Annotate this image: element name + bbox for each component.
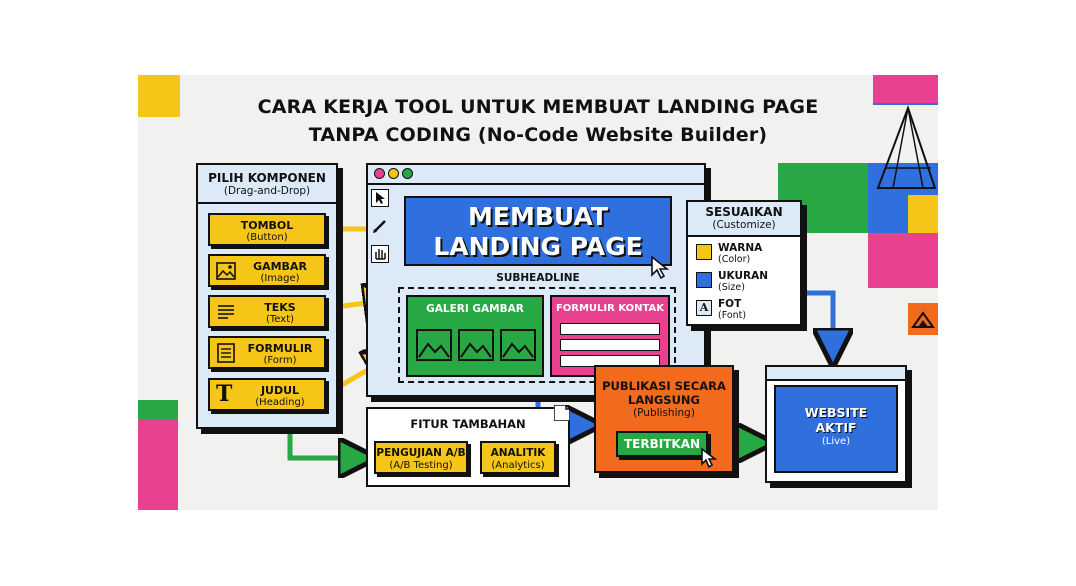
pointer-cursor-icon <box>651 255 670 280</box>
component-text[interactable]: TEKS (Text) <box>208 295 326 328</box>
component-label: TEKS <box>264 301 296 314</box>
window-dot-yellow <box>388 168 399 179</box>
feature-label: ANALITIK <box>490 447 546 459</box>
click-cursor-icon <box>701 447 718 469</box>
publish-line-1: PUBLIKASI SECARA <box>602 379 726 393</box>
mountain-icon <box>911 311 935 328</box>
customize-subheader: (Customize) <box>712 219 776 231</box>
feature-analytics[interactable]: ANALITIK (Analytics) <box>480 441 556 474</box>
window-dot-red <box>374 168 385 179</box>
component-sub: (Form) <box>263 355 297 366</box>
deco-yellow-corner <box>908 195 938 233</box>
title-line-1: CARA KERJA TOOL UNTUK MEMBUAT LANDING PA… <box>257 96 819 118</box>
feature-sub: (Analytics) <box>491 460 545 471</box>
live-line-1: WEBSITE <box>804 405 868 420</box>
document-corner-icon <box>554 405 570 421</box>
live-line-2: AKTIF <box>815 420 857 435</box>
deco-pink-block <box>868 233 938 288</box>
window-dot-green <box>402 168 413 179</box>
live-sub: (Live) <box>821 436 851 447</box>
customize-label: FOT <box>718 298 742 310</box>
component-sub: (Text) <box>265 314 295 325</box>
deco-pink-right <box>873 75 938 103</box>
headline-line-1: MEMBUAT <box>468 202 608 231</box>
components-header: PILIH KOMPONEN <box>208 171 326 185</box>
customize-panel: SESUAIKAN (Customize) WARNA (Color) UKUR… <box>686 200 802 326</box>
components-subheader: (Drag-and-Drop) <box>223 185 311 197</box>
component-sub: (Heading) <box>255 397 305 408</box>
customize-sub: (Size) <box>718 282 745 293</box>
pencil-icon[interactable] <box>371 217 389 235</box>
resize-icon <box>696 272 712 288</box>
subheadline-label: SUBHEADLINE <box>496 272 580 284</box>
component-image[interactable]: GAMBAR (Image) <box>208 254 326 287</box>
publish-sub: (Publishing) <box>633 407 695 419</box>
customize-sub: (Color) <box>718 254 751 265</box>
live-website-block[interactable]: WEBSITE AKTIF (Live) <box>774 385 898 473</box>
feature-sub: (A/B Testing) <box>389 460 453 471</box>
customize-label: WARNA <box>718 242 763 254</box>
deco-mountain-badge <box>908 303 938 335</box>
contact-form-block[interactable]: FORMULIR KONTAK <box>550 295 670 377</box>
gallery-block[interactable]: GALERI GAMBAR <box>406 295 544 377</box>
image-icon <box>216 262 236 280</box>
title-line-2: TANPA CODING (No-Code Website Builder) <box>308 124 768 146</box>
component-form[interactable]: FORMULIR (Form) <box>208 336 326 369</box>
text-lines-icon <box>218 305 234 319</box>
form-field[interactable] <box>560 339 660 351</box>
diagram-title: CARA KERJA TOOL UNTUK MEMBUAT LANDING PA… <box>138 93 938 149</box>
editor-titlebar <box>368 165 704 185</box>
component-label: FORMULIR <box>247 342 313 355</box>
components-header-bar: PILIH KOMPONEN (Drag-and-Drop) <box>198 165 336 204</box>
deco-yellow-square <box>138 75 180 117</box>
form-icon <box>217 343 235 363</box>
customize-header: SESUAIKAN <box>705 205 783 219</box>
publish-button[interactable]: TERBITKAN <box>616 431 708 457</box>
deco-pink-square <box>138 420 178 510</box>
arrow-customize-to-live <box>800 290 833 353</box>
component-sub: (Image) <box>260 273 300 284</box>
editor-toolbar <box>371 189 391 263</box>
component-label: GAMBAR <box>253 260 307 273</box>
diagram-canvas: CARA KERJA TOOL UNTUK MEMBUAT LANDING PA… <box>138 75 938 510</box>
component-label: TOMBOL <box>240 219 294 232</box>
component-button[interactable]: TOMBOL (Button) <box>208 213 326 246</box>
component-sub: (Button) <box>246 232 288 243</box>
gallery-image-icon <box>416 329 452 361</box>
form-field[interactable] <box>560 323 660 335</box>
color-swatch-icon <box>696 244 712 260</box>
hand-icon[interactable] <box>371 245 389 263</box>
live-titlebar <box>767 367 905 381</box>
gallery-label: GALERI GAMBAR <box>426 303 524 315</box>
heading-t-icon: T <box>216 381 233 407</box>
font-icon: A <box>696 300 712 316</box>
customize-sub: (Font) <box>718 310 747 321</box>
component-heading[interactable]: T JUDUL (Heading) <box>208 378 326 411</box>
arrow-components-to-features <box>287 430 363 458</box>
headline-block[interactable]: MEMBUAT LANDING PAGE <box>404 196 672 266</box>
feature-ab-testing[interactable]: PENGUJIAN A/B (A/B Testing) <box>374 441 468 474</box>
deco-triangle-lines <box>876 105 937 189</box>
content-dropzone[interactable] <box>398 287 676 383</box>
component-label: JUDUL <box>260 384 300 397</box>
features-header: FITUR TAMBAHAN <box>410 417 526 431</box>
feature-label: PENGUJIAN A/B <box>376 447 466 459</box>
deco-green-corner <box>138 400 178 420</box>
gallery-image-icon <box>458 329 494 361</box>
customize-label: UKURAN <box>718 270 769 282</box>
gallery-image-icon <box>500 329 536 361</box>
headline-line-2: LANDING PAGE <box>433 232 643 261</box>
contact-form-label: FORMULIR KONTAK <box>555 303 665 314</box>
customize-header-bar: SESUAIKAN (Customize) <box>688 202 800 237</box>
cursor-icon[interactable] <box>371 189 389 207</box>
publish-line-2: LANGSUNG <box>628 393 700 407</box>
